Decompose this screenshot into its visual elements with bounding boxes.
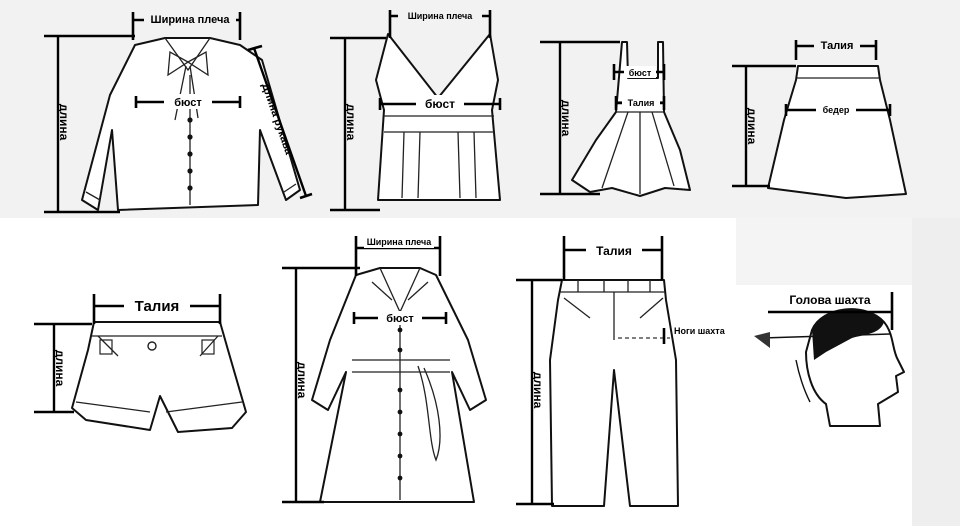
head-figure <box>736 285 912 440</box>
shorts-cuffs <box>75 401 243 413</box>
head-panel-top <box>736 218 912 285</box>
top-measurements: Ширина плеча бюст длина <box>330 10 502 212</box>
blouse-body <box>81 37 301 211</box>
right-edge-background <box>912 218 960 526</box>
coat-body <box>311 267 487 503</box>
skirt-hips-label: бедер <box>823 105 850 115</box>
skirt-figure <box>767 65 907 199</box>
dress-folds <box>601 111 675 194</box>
blouse-collar <box>164 37 211 72</box>
pants-length-label: длина <box>531 372 545 409</box>
coat-length-label: длина <box>295 362 309 399</box>
coat-belt <box>352 359 450 462</box>
blouse-bow <box>167 50 209 121</box>
blouse-bust-label: бюст <box>174 97 202 109</box>
dress-waist-label: Талия <box>628 98 655 108</box>
shorts-measurements: Талия длина <box>34 294 222 414</box>
head-tape-end <box>754 332 770 348</box>
blouse-figure <box>81 37 301 211</box>
skirt-length-label: длина <box>745 108 759 145</box>
top-body <box>375 33 501 201</box>
skirt-measurements: Талия бедер длина <box>732 38 892 188</box>
head-tape <box>761 333 891 339</box>
head-tape-tail <box>795 359 811 403</box>
shorts-body <box>71 321 247 433</box>
skirt-body <box>767 65 907 199</box>
coat-buttons <box>397 327 403 481</box>
top-length-label: длина <box>344 104 358 141</box>
top-waistband <box>384 115 494 133</box>
top-pleats <box>401 131 477 199</box>
pants-inseam-label: Ноги шахта <box>674 326 726 336</box>
coat-bust-label: бюст <box>386 313 414 325</box>
dress-length-label: длина <box>559 100 573 137</box>
head-measurements: Голова шахта <box>768 292 894 330</box>
blouse-length-label: длина <box>57 104 71 141</box>
shorts-button <box>147 341 157 351</box>
shorts-pockets <box>97 335 219 357</box>
coat-shoulder-label: Ширина плеча <box>367 237 433 247</box>
pants-measurements: Талия Ноги шахта длина <box>516 236 726 506</box>
coat-measurements: Ширина плеча бюст длина <box>282 236 448 504</box>
top-bust-label: бюст <box>425 97 455 111</box>
pants-figure <box>549 279 679 507</box>
shorts-tab-left <box>99 339 113 355</box>
blouse-shoulder-label: Ширина плеча <box>151 14 231 26</box>
shorts-tab-right <box>201 339 215 355</box>
dress-bust-label: бюст <box>629 68 652 78</box>
skirt-waist-label: Талия <box>821 40 854 52</box>
dress-measurements: бюст Талия длина <box>540 40 666 196</box>
pants-belt-loops <box>577 280 651 292</box>
pants-body <box>549 279 679 507</box>
blouse-cuffs <box>85 183 297 201</box>
shorts-waist-label: Талия <box>135 298 180 315</box>
head-label: Голова шахта <box>789 293 870 307</box>
pants-pockets <box>563 297 664 319</box>
shorts-figure <box>71 321 247 433</box>
top-figure <box>375 33 501 201</box>
coat-figure <box>311 267 487 503</box>
pants-waist-label: Талия <box>596 244 632 258</box>
top-shoulder-label: Ширина плеча <box>408 11 474 21</box>
blouse-buttons <box>187 117 193 191</box>
shorts-length-label: длина <box>53 350 67 387</box>
